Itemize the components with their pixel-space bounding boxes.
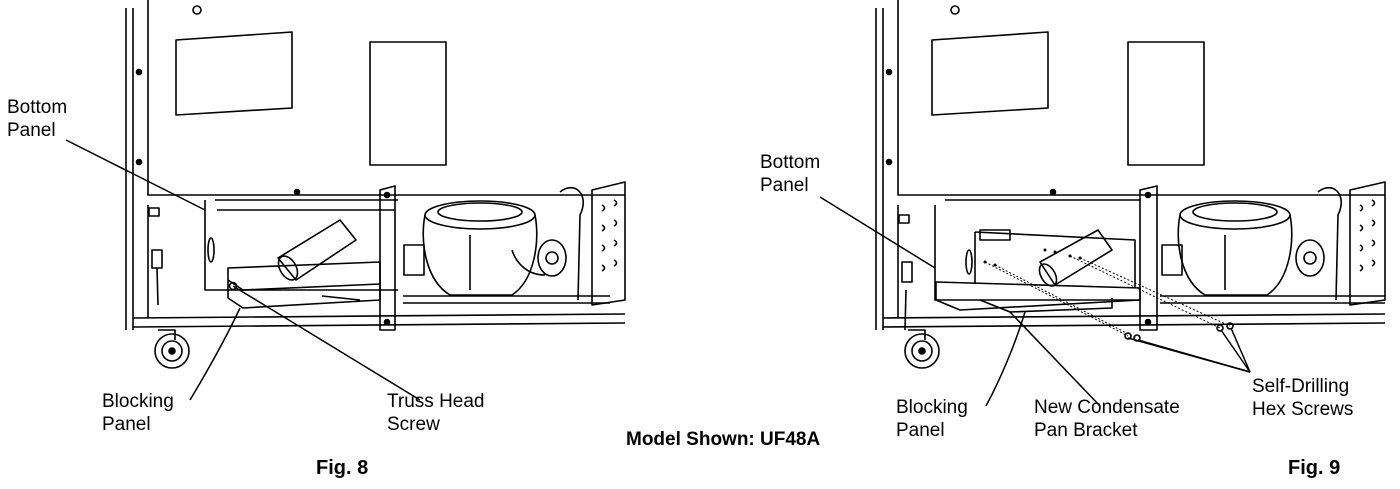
fig8-bottom-panel-label: Bottom Panel bbox=[7, 96, 67, 142]
fig9-access-panel-left bbox=[931, 31, 1049, 116]
fig8-blocking-panel-label: Blocking Panel bbox=[102, 390, 174, 436]
fig9-leader-screw-d bbox=[1230, 327, 1251, 373]
fig8-leader-bottom-panel bbox=[65, 139, 206, 211]
fig9-bracket-label: New Condensate Pan Bracket bbox=[1034, 396, 1180, 442]
fig8-fastener-icon bbox=[192, 5, 202, 15]
fig9-condensate-pan bbox=[935, 281, 1141, 311]
fig8-caster-wheel bbox=[154, 333, 190, 369]
fig9-leader-bracket bbox=[1009, 311, 1101, 407]
fig8-access-panel-left bbox=[175, 31, 293, 116]
fig9-bottom-panel-line2: Panel bbox=[760, 175, 809, 196]
fig9-screw-paths bbox=[984, 255, 1231, 339]
fig9-hex-screws-label: Self-Drilling Hex Screws bbox=[1252, 375, 1353, 421]
fig9-bracket-line1: New Condensate bbox=[1034, 397, 1180, 418]
fig8-truss-screw-line1: Truss Head bbox=[387, 391, 485, 412]
fig9-leader-bottom-panel bbox=[819, 196, 936, 269]
fig8-leader-blocking-panel bbox=[189, 307, 241, 401]
fig8-bottom-panel-line1: Bottom bbox=[7, 97, 68, 118]
fig9-condenser bbox=[1349, 181, 1386, 306]
fig9-screw-holes bbox=[983, 248, 1082, 267]
fig9-blocking-panel-line1: Blocking bbox=[896, 397, 968, 418]
fig9-unit-drawing bbox=[875, 0, 1386, 369]
model-note: Model Shown: UF48A bbox=[626, 429, 821, 450]
fig9-bracket-line2: Pan Bracket bbox=[1034, 420, 1138, 441]
fig8-blocking-panel-line1: Blocking bbox=[102, 391, 174, 412]
fig9-bottom-panel-label: Bottom Panel bbox=[760, 151, 820, 197]
fig8-blocking-panel-line2: Panel bbox=[102, 414, 151, 435]
fig9-plug-icon bbox=[901, 261, 913, 283]
fig8-condenser bbox=[591, 181, 626, 306]
fig9-bottom-panel-line1: Bottom bbox=[760, 152, 821, 173]
fig8-access-panel-right bbox=[369, 41, 447, 166]
fig8-truss-screw-icon bbox=[228, 281, 238, 291]
fig8-caption: Fig. 8 bbox=[316, 457, 369, 479]
fig8-leader-truss-screw bbox=[232, 285, 421, 401]
fig9-blocking-panel-label: Blocking Panel bbox=[896, 396, 968, 442]
fig9-leader-lines bbox=[819, 196, 1251, 407]
fig8-truss-screw-label: Truss Head Screw bbox=[387, 390, 485, 436]
fig9-fastener-icon bbox=[950, 5, 960, 15]
fig9-hex-screws-line2: Hex Screws bbox=[1252, 399, 1354, 420]
fig9-leader-blocking-panel bbox=[985, 311, 1026, 407]
fig9-blocking-panel-line2: Panel bbox=[896, 420, 945, 441]
fig9-leader-screw-b bbox=[1137, 339, 1251, 373]
fig9-leader-screw-c bbox=[1220, 329, 1251, 373]
fig8-bottom-panel-line2: Panel bbox=[7, 120, 56, 141]
fig8-leader-lines bbox=[65, 139, 421, 401]
fig8-drain-tube bbox=[277, 219, 357, 281]
fig8-unit-drawing bbox=[125, 0, 626, 369]
fig9-hex-screws-line1: Self-Drilling bbox=[1252, 376, 1350, 397]
fig8-truss-screw-line2: Screw bbox=[387, 414, 440, 435]
fig8-plug-icon bbox=[151, 249, 163, 269]
fig9-caption: Fig. 9 bbox=[1288, 457, 1341, 479]
fig9-access-panel-right bbox=[1127, 41, 1205, 166]
fig9-caster-wheel bbox=[904, 333, 940, 369]
fig8-blocking-panel-shape bbox=[227, 261, 381, 309]
fig9-pan-bracket bbox=[979, 298, 1113, 313]
